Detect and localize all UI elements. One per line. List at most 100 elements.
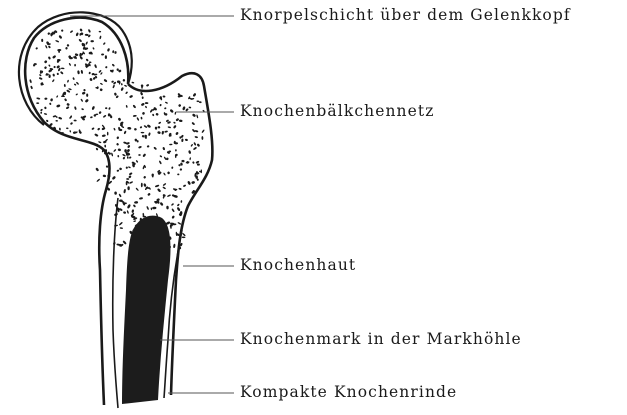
- trabecula-dot: [53, 66, 56, 69]
- trabecula-dot: [81, 70, 84, 74]
- trabecula-dot: [171, 166, 173, 169]
- trabecula-dot: [102, 174, 106, 177]
- trabecula-dot: [159, 104, 162, 107]
- trabecula-dot: [85, 58, 88, 61]
- trabecula-dot: [146, 206, 149, 210]
- trabecula-dot: [119, 167, 122, 170]
- trabecula-dot: [126, 210, 129, 214]
- trabecula-dot: [46, 119, 49, 122]
- trabecula-dot: [40, 70, 42, 74]
- trabecula-dot: [167, 194, 171, 197]
- trabecula-dot: [129, 156, 132, 159]
- trabecula-dot: [134, 128, 137, 131]
- trabecula-dot: [191, 181, 195, 185]
- trabecula-dot: [175, 132, 179, 136]
- trabecula-dot: [125, 166, 128, 169]
- trabecula-dot: [142, 153, 146, 157]
- trabecula-dot: [121, 83, 123, 86]
- trabecula-dot: [138, 146, 142, 149]
- trabecula-dot: [114, 92, 117, 96]
- trabecula-dot: [129, 181, 133, 184]
- trabecula-dot: [44, 66, 47, 69]
- trabecula-dot: [112, 176, 116, 181]
- trabecula-dot: [191, 122, 195, 126]
- trabecula-dot: [169, 144, 172, 146]
- trabecula-dot: [141, 102, 145, 106]
- trabecula-dot: [182, 236, 186, 238]
- trabecula-dot: [199, 101, 202, 103]
- trabecula-dot: [100, 83, 103, 86]
- trabecula-dot: [112, 85, 115, 89]
- trabecula-dot: [90, 40, 93, 42]
- trabecula-dot: [188, 106, 191, 108]
- trabecula-dot: [105, 107, 107, 109]
- trabecula-dot: [85, 34, 89, 36]
- trabecula-dot: [122, 79, 125, 82]
- trabecula-dot: [82, 91, 86, 94]
- trabecula-dot: [192, 161, 195, 164]
- trabecula-dot: [131, 82, 134, 84]
- trabecula-dot: [102, 134, 106, 137]
- trabecula-dot: [96, 178, 100, 182]
- trabecula-dot: [188, 150, 191, 154]
- trabecula-dot: [147, 193, 151, 197]
- trabecula-dot: [60, 71, 64, 75]
- trabecula-dot: [163, 183, 167, 187]
- trabecula-dot: [61, 67, 65, 69]
- trabecula-dot: [120, 227, 124, 229]
- trabecula-dot: [91, 106, 95, 111]
- trabecula-dot: [182, 233, 186, 237]
- trabecula-dot: [111, 152, 114, 156]
- trabecula-dot: [127, 156, 129, 159]
- trabecula-dot: [114, 191, 117, 194]
- trabecula-dot: [181, 138, 183, 142]
- trabecula-dot: [141, 183, 143, 187]
- trabecula-dot: [122, 154, 126, 157]
- trabecula-dot: [175, 118, 179, 122]
- trabecula-dot: [98, 111, 101, 115]
- trabecula-dot: [123, 211, 126, 214]
- trabecula-dot: [119, 222, 123, 226]
- trabecula-dot: [183, 184, 187, 187]
- trabecula-dot: [146, 84, 150, 87]
- trabecula-dot: [153, 146, 157, 150]
- trabecula-dot: [182, 106, 186, 110]
- trabecula-dot: [124, 130, 127, 134]
- trabecula-dot: [194, 136, 198, 139]
- trabecula-dot: [67, 80, 69, 83]
- trabecula-dot: [56, 104, 61, 108]
- trabecula-dot: [142, 112, 145, 115]
- trabecula-dot: [105, 55, 107, 59]
- trabecula-dot: [44, 113, 47, 115]
- trabecula-dot: [150, 207, 152, 210]
- trabecula-dot: [170, 226, 171, 229]
- trabecula-dot: [126, 178, 129, 180]
- trabecula-dot: [167, 171, 171, 175]
- trabecula-dot: [169, 109, 174, 114]
- trabecula-dot: [29, 79, 32, 83]
- trabecula-dot: [127, 145, 130, 149]
- trabecula-dot: [86, 94, 88, 97]
- trabecula-dot: [41, 39, 43, 42]
- trabecula-dot: [166, 206, 169, 210]
- trabecula-dot: [143, 125, 147, 128]
- trabecula-dot: [74, 106, 77, 110]
- trabecula-dot: [193, 147, 197, 151]
- trabecula-dot: [171, 208, 175, 212]
- trabecula-dot: [162, 186, 166, 189]
- trabecula-dot: [39, 74, 42, 77]
- trabecula-dot: [190, 144, 193, 147]
- trabecula-dot: [89, 78, 93, 82]
- trabecula-dot: [97, 127, 100, 130]
- trabecula-dot: [147, 145, 150, 148]
- trabecula-dot: [180, 168, 183, 171]
- trabecula-dot: [36, 102, 39, 104]
- trabecula-dot: [192, 113, 196, 117]
- trabecula-dot: [45, 45, 48, 49]
- trabecula-dot: [173, 121, 176, 123]
- trabecula-dot: [192, 93, 196, 97]
- trabecula-dot: [56, 95, 59, 98]
- trabecula-dot: [40, 111, 42, 114]
- trabecula-dot: [98, 141, 102, 143]
